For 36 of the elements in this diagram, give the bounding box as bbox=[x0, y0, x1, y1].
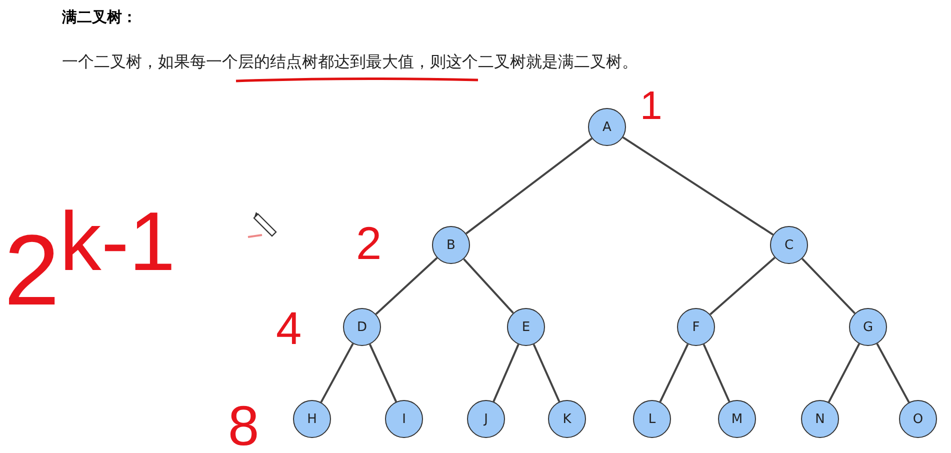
tree-node: D bbox=[343, 308, 381, 346]
tree-edge bbox=[375, 257, 438, 315]
handwritten-formula: 2$^{k-1}$ bbox=[4, 200, 176, 320]
tree-edge bbox=[801, 258, 856, 314]
tree-edge bbox=[320, 343, 354, 403]
handwritten-number: 8 bbox=[228, 398, 260, 453]
tree-node: O bbox=[899, 400, 937, 438]
tree-node: A bbox=[588, 108, 626, 146]
description-text: 一个二叉树，如果每一个层的结点树都达到最大值，则这个二叉树就是满二叉树。 bbox=[62, 52, 638, 73]
tree-edge bbox=[828, 343, 860, 403]
tree-node: N bbox=[801, 400, 839, 438]
tree-node: F bbox=[677, 308, 715, 346]
heading: 满二叉树： bbox=[62, 8, 137, 27]
tree-node: E bbox=[507, 308, 545, 346]
handwritten-number: 1 bbox=[640, 86, 662, 126]
tree-node: C bbox=[770, 226, 808, 264]
tree-edge bbox=[659, 344, 689, 402]
tree-edge bbox=[466, 138, 592, 234]
tree-node: M bbox=[718, 400, 756, 438]
tree-edge bbox=[368, 344, 398, 402]
tree-edge bbox=[702, 344, 730, 402]
tree-node: L bbox=[633, 400, 671, 438]
tree-edge bbox=[622, 136, 774, 236]
tree-node: G bbox=[849, 308, 887, 346]
tree-edge bbox=[492, 344, 520, 402]
tree-node: H bbox=[293, 400, 331, 438]
tree-edge bbox=[876, 343, 910, 403]
tree-node: B bbox=[432, 226, 470, 264]
tree-edge bbox=[532, 344, 560, 402]
tree-node: I bbox=[385, 400, 423, 438]
tree-node: K bbox=[548, 400, 586, 438]
tree-edge bbox=[710, 256, 776, 316]
handwritten-number: 4 bbox=[276, 305, 302, 351]
tree-node: J bbox=[467, 400, 505, 438]
tree-edge bbox=[463, 258, 514, 314]
handwritten-number: 2 bbox=[356, 220, 382, 266]
